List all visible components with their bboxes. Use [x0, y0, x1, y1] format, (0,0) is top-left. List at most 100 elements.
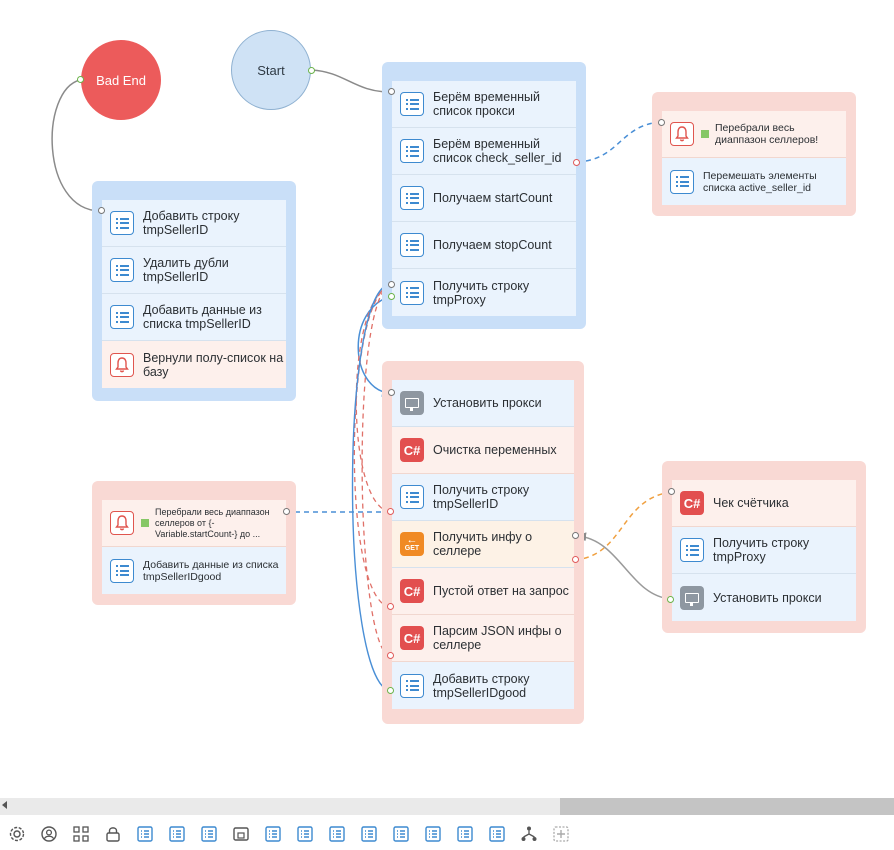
action-label: Получаем startCount [433, 191, 553, 205]
group-left[interactable]: Добавить строку tmpSellerID Удалить дубл… [92, 181, 296, 401]
list-icon[interactable] [325, 822, 349, 846]
horizontal-scrollbar[interactable] [0, 798, 894, 815]
project-canvas[interactable]: Bad End Start Берём временный список про… [0, 0, 894, 800]
grid-icon[interactable] [69, 822, 93, 846]
action-label: Парсим JSON инфы о селлере [433, 624, 562, 652]
error-port[interactable] [387, 652, 394, 659]
action-node[interactable]: Перебрали весь диаппазон селлеров от {-V… [102, 500, 286, 547]
start-node[interactable]: Start [231, 30, 311, 110]
input-port[interactable] [658, 119, 665, 126]
action-label: Удалить дубли tmpSellerID [143, 256, 229, 284]
group-top[interactable]: Берём временный список прокси Берём врем… [382, 62, 586, 329]
list-icon[interactable] [261, 822, 285, 846]
action-node[interactable]: C#Чек счётчика [672, 480, 856, 527]
start-label: Start [257, 62, 285, 78]
success-port[interactable] [388, 293, 395, 300]
action-label: Перебрали весь диаппазон селлеров от {-V… [155, 506, 270, 539]
link-getinfo-to-counter [574, 488, 673, 561]
error-port[interactable] [572, 556, 579, 563]
success-port[interactable] [667, 596, 674, 603]
error-port[interactable] [387, 508, 394, 515]
add-icon[interactable] [549, 822, 573, 846]
list-icon[interactable] [357, 822, 381, 846]
monitor-icon [680, 585, 704, 610]
group-main[interactable]: Установить прокси C# Очистка переменных П… [382, 361, 584, 724]
group-notify-left[interactable]: Перебрали весь диаппазон селлеров от {-V… [92, 481, 296, 605]
list-icon[interactable] [165, 822, 189, 846]
action-node[interactable]: Получаем stopCount [392, 222, 576, 269]
list-icon[interactable] [293, 822, 317, 846]
csharp-icon: C# [400, 579, 424, 603]
bottom-toolbar [0, 818, 894, 850]
action-node[interactable]: Удалить дубли tmpSellerID [102, 247, 286, 294]
list-icon [400, 485, 424, 509]
scrollbar-thumb[interactable] [560, 798, 894, 815]
input-port[interactable] [388, 281, 395, 288]
bad-end-node[interactable]: Bad End [81, 40, 161, 120]
scroll-left-icon[interactable] [2, 801, 7, 809]
flow-icon[interactable] [517, 822, 541, 846]
action-node[interactable]: Получить строку tmpSellerID [392, 474, 574, 521]
list-icon[interactable] [133, 822, 157, 846]
input-port[interactable] [388, 88, 395, 95]
list-icon [110, 558, 134, 583]
success-port[interactable] [387, 687, 394, 694]
group-counter[interactable]: C#Чек счётчика Получить строку tmpProxy … [662, 461, 866, 633]
list-icon[interactable] [197, 822, 221, 846]
bell-icon [110, 511, 134, 535]
action-label: Получить строку tmpProxy [713, 536, 810, 564]
list-icon [400, 186, 424, 210]
input-port[interactable] [572, 532, 579, 539]
action-label: Перебрали весь диаппазон селлеров! [715, 122, 819, 146]
action-node[interactable]: Получаем startCount [392, 175, 576, 222]
user-circle-icon[interactable] [37, 822, 61, 846]
error-port[interactable] [573, 159, 580, 166]
csharp-icon: C# [400, 438, 424, 462]
list-icon[interactable] [485, 822, 509, 846]
list-icon[interactable] [421, 822, 445, 846]
storage-icon[interactable] [229, 822, 253, 846]
csharp-icon: C# [680, 491, 704, 515]
input-port[interactable] [98, 207, 105, 214]
action-label: Установить прокси [713, 590, 822, 605]
action-label: Получить строку tmpSellerID [433, 483, 530, 511]
list-icon[interactable] [389, 822, 413, 846]
action-label: Добавить данные из списка tmpSellerIDgoo… [143, 558, 279, 583]
action-node[interactable]: Добавить строку tmpSellerID [102, 200, 286, 247]
list-icon [110, 258, 134, 282]
group-notify-right[interactable]: Перебрали весь диаппазон селлеров! Перем… [652, 92, 856, 216]
action-label: Добавить строку tmpSellerIDgood [433, 671, 530, 700]
action-label: Берём временный список check_seller_id [433, 137, 562, 165]
lock-icon[interactable] [101, 822, 125, 846]
action-label: Очистка переменных [433, 443, 557, 457]
action-label: Добавить строку tmpSellerID [143, 209, 240, 237]
action-node[interactable]: Вернули полу-список на базу [102, 341, 286, 388]
link-counter-to-getinfo [577, 532, 672, 600]
action-node[interactable]: Установить прокси [392, 380, 574, 427]
action-node[interactable]: Добавить данные из списка tmpSellerID [102, 294, 286, 341]
settings-icon[interactable] [5, 822, 29, 846]
link-start-to-top [311, 69, 391, 97]
error-port[interactable] [387, 603, 394, 610]
action-node[interactable]: Берём временный список check_seller_id [392, 128, 576, 175]
action-node[interactable]: Установить прокси [672, 574, 856, 621]
action-node[interactable]: Добавить данные из списка tmpSellerIDgoo… [102, 547, 286, 594]
action-node[interactable]: C#Парсим JSON инфы о селлере [392, 615, 574, 662]
start-port[interactable] [308, 67, 315, 74]
input-port[interactable] [388, 389, 395, 396]
action-node[interactable]: Берём временный список прокси [392, 81, 576, 128]
list-icon[interactable] [453, 822, 477, 846]
action-node[interactable]: Перемешать элементы списка active_seller… [662, 158, 846, 205]
action-node[interactable]: C#Пустой ответ на запрос [392, 568, 574, 615]
list-icon [110, 305, 134, 329]
action-node[interactable]: Перебрали весь диаппазон селлеров! [662, 111, 846, 158]
action-label: Получаем stopCount [433, 238, 552, 252]
input-port[interactable] [668, 488, 675, 495]
bad-end-port[interactable] [77, 76, 84, 83]
action-node[interactable]: C# Очистка переменных [392, 427, 574, 474]
action-node[interactable]: Получить строку tmpProxy [392, 269, 576, 316]
action-node[interactable]: Получить строку tmpProxy [672, 527, 856, 574]
action-node[interactable]: Добавить строку tmpSellerIDgood [392, 662, 574, 709]
output-port[interactable] [283, 508, 290, 515]
